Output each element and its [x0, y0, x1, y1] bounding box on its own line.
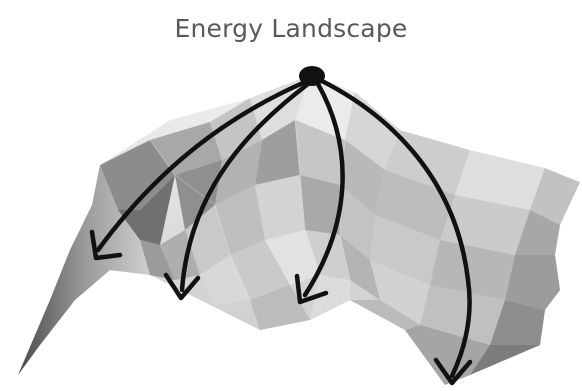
energy-surface	[18, 75, 580, 385]
